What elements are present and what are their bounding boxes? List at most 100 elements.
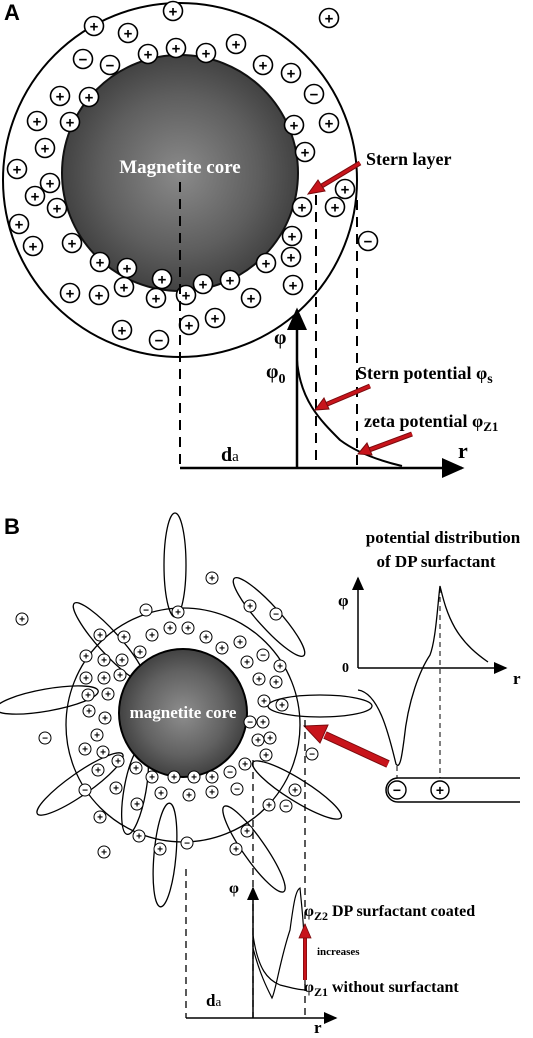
svg-text:−: − [260, 651, 266, 662]
svg-text:+: + [94, 731, 100, 742]
svg-text:+: + [267, 734, 273, 745]
svg-text:−: − [106, 57, 115, 74]
cation-icon: + [204, 307, 226, 329]
anion-icon: − [78, 783, 92, 797]
svg-text:+: + [219, 644, 225, 655]
panel-a-r-label: r [458, 438, 468, 463]
cation-icon: + [259, 748, 273, 762]
cation-icon: + [145, 287, 167, 309]
cation-icon: + [79, 671, 93, 685]
cation-icon: + [117, 22, 139, 44]
svg-text:+: + [199, 276, 208, 293]
svg-text:+: + [19, 615, 25, 626]
svg-text:+: + [256, 675, 262, 686]
panel-a-ions: ++++++++−−++++−++++++++++++++++−++++++++… [6, 0, 379, 351]
inset-r-label: r [513, 669, 521, 688]
svg-text:+: + [96, 254, 105, 271]
cation-icon: + [182, 788, 196, 802]
svg-text:+: + [85, 691, 91, 702]
cation-icon: + [83, 15, 105, 37]
cation-icon: + [240, 655, 254, 669]
cation-icon: + [93, 810, 107, 824]
svg-text:+: + [95, 287, 104, 304]
svg-text:+: + [167, 624, 173, 635]
panel-a-core-label: Magnetite core [119, 157, 241, 178]
cation-icon: + [96, 745, 110, 759]
anion-icon: − [269, 607, 283, 621]
svg-text:+: + [182, 287, 191, 304]
svg-text:+: + [288, 228, 297, 245]
svg-text:+: + [244, 658, 250, 669]
svg-text:−: − [155, 332, 164, 349]
svg-text:+: + [29, 238, 38, 255]
surfactant-molecule [0, 685, 99, 715]
cation-icon: + [109, 781, 123, 795]
svg-text:+: + [185, 624, 191, 635]
svg-text:+: + [13, 161, 22, 178]
cation-icon: + [130, 797, 144, 811]
svg-text:−: − [364, 233, 373, 250]
cation-icon: + [111, 754, 125, 768]
anion-icon: − [279, 799, 293, 813]
anion-icon: − [256, 648, 270, 662]
svg-text:+: + [169, 3, 178, 20]
svg-text:+: + [209, 788, 215, 799]
svg-text:+: + [100, 748, 106, 759]
svg-text:+: + [68, 235, 77, 252]
cation-icon: + [26, 110, 48, 132]
svg-text:−: − [283, 802, 289, 813]
svg-text:+: + [15, 216, 24, 233]
svg-text:+: + [325, 10, 334, 27]
svg-text:+: + [237, 638, 243, 649]
cation-icon: + [252, 672, 266, 686]
inset-phi-label: φ [338, 591, 349, 610]
svg-text:−: − [227, 768, 233, 779]
cation-icon: + [288, 783, 302, 797]
svg-text:+: + [105, 690, 111, 701]
svg-text:+: + [149, 773, 155, 784]
svg-text:−: − [234, 785, 240, 796]
svg-text:+: + [287, 65, 296, 82]
cation-icon: + [34, 137, 56, 159]
svg-text:+: + [90, 18, 99, 35]
svg-text:+: + [121, 633, 127, 644]
cation-icon: + [205, 785, 219, 799]
svg-text:−: − [393, 782, 401, 798]
anion-icon: − [148, 329, 170, 351]
cation-icon: + [181, 621, 195, 635]
cation-icon: + [240, 824, 254, 838]
svg-text:+: + [66, 114, 75, 131]
cation-icon: + [318, 7, 340, 29]
cation-icon: + [219, 269, 241, 291]
svg-text:+: + [277, 662, 283, 673]
cation-icon: + [129, 761, 143, 775]
cation-icon: + [59, 111, 81, 133]
cation-icon: + [145, 770, 159, 784]
cation-icon: + [113, 668, 127, 682]
cation-icon: + [167, 770, 181, 784]
stern-layer-label: Stern layer [366, 149, 451, 169]
inset-title-line1: potential distribution [366, 528, 521, 547]
cation-icon: + [89, 251, 111, 273]
svg-text:+: + [101, 656, 107, 667]
svg-text:+: + [436, 782, 444, 798]
panel-b-da-label: da [206, 991, 221, 1010]
svg-text:+: + [46, 175, 55, 192]
svg-text:+: + [175, 608, 181, 619]
cation-icon: + [229, 842, 243, 856]
panel-a-red-arrows [306, 160, 413, 456]
cation-icon: + [215, 641, 229, 655]
cation-icon: + [46, 197, 68, 219]
cation-icon: + [163, 621, 177, 635]
svg-text:+: + [157, 845, 163, 856]
cation-icon: + [132, 829, 146, 843]
cation-icon: + [115, 653, 129, 667]
cation-icon: + [205, 571, 219, 585]
anion-icon: − [387, 780, 407, 800]
panel-b-magnetite-core [118, 648, 248, 778]
svg-text:+: + [31, 188, 40, 205]
cation-icon: + [116, 257, 138, 279]
cation-icon: + [281, 225, 303, 247]
